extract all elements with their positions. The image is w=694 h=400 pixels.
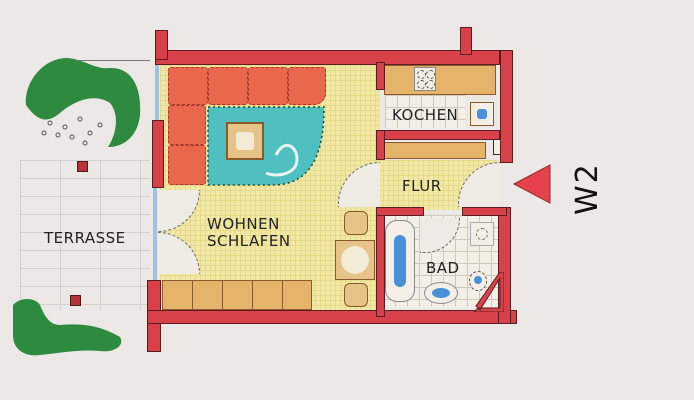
wall-right-kitchen [500,50,513,163]
living-label-line1: WOHNEN [207,215,280,233]
terrace-post-top [77,161,88,172]
wall-top-post-left [155,30,168,60]
kitchen-sink [470,102,494,126]
sofa-cell [248,67,288,105]
bathtub [385,220,415,302]
unit-label-text: W2 [570,162,605,215]
wardrobe [162,280,312,310]
coffee-table [226,122,264,160]
plate-icon [341,246,369,274]
hallway-label: FLUR [402,177,442,195]
bathtub-water [394,235,406,287]
sofa-cell [168,145,206,185]
stove-icon [414,67,436,91]
terrace-line [75,60,150,61]
window-left-bottom [153,188,157,280]
terrace-floor [20,160,150,310]
toilet [469,271,487,291]
drain-icon [476,228,488,240]
living-label-line2: SCHLAFEN [207,232,291,250]
plant-bottom-icon [13,299,122,356]
wall-bath-top-left [376,207,424,216]
sofa-cell [208,67,248,105]
kitchen-label: KOCHEN [392,106,459,124]
wall-top [155,50,500,65]
dining-table [335,240,375,280]
washbasin [424,282,458,304]
wall-kitchen-left-lower [376,130,385,160]
window-left-top [155,65,159,120]
water-drop-icon [477,109,487,119]
wall-bath-top-right [462,207,507,216]
unit-label: W2 [560,162,610,215]
plant-top-icon [25,57,141,147]
sofa-cell [168,67,208,105]
terrace-label: TERRASSE [44,229,126,247]
sofa-cell [288,67,326,105]
chair-top [344,211,368,235]
wall-bottom [147,310,517,324]
wall-bath-diagonal [474,272,504,312]
basin-water [432,288,450,298]
chair-bottom [344,283,368,307]
hall-cabinet [384,142,486,159]
table-decoration [236,132,254,150]
sofa-cell [168,105,206,145]
shower-drain [470,222,494,246]
terrace-post-bottom [70,295,81,306]
wall-kitchen-left [376,62,385,90]
bathroom-label: BAD [426,259,460,277]
wall-top-post-right [460,27,472,55]
entrance-triangle-icon [512,164,551,204]
rug [207,106,325,186]
wall-left-upper [152,120,164,188]
wall-bath-left [376,207,385,317]
wall-kitchen-bottom [376,130,500,140]
kitchen-floor [385,95,465,128]
kitchen-counter [384,65,496,95]
